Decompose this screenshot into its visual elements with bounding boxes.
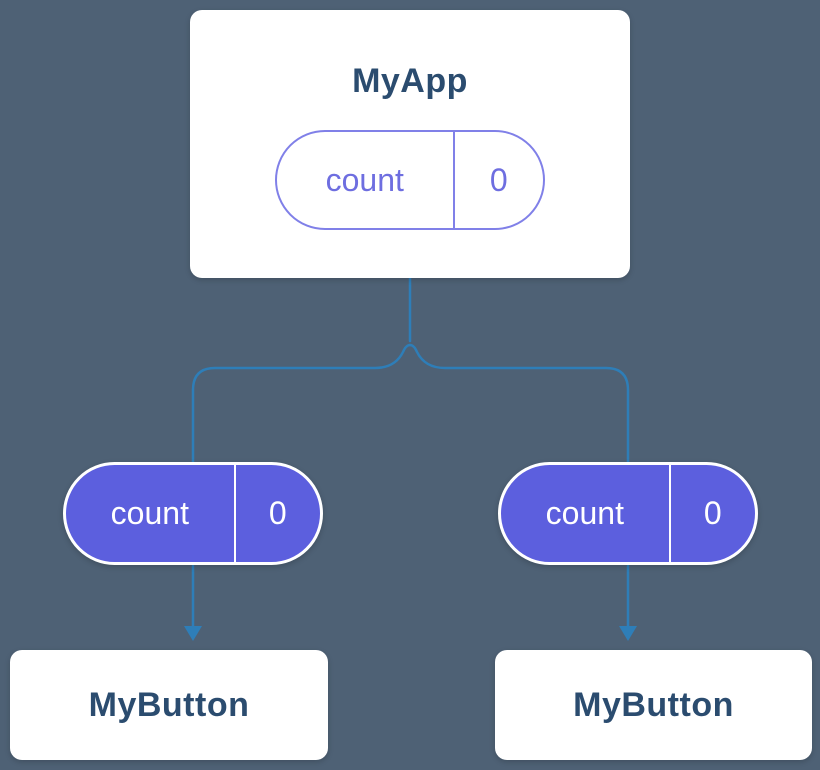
state-name: count — [325, 161, 404, 198]
arrow-right-head-icon — [619, 626, 637, 641]
pill-divider — [452, 132, 455, 228]
state-name: count — [110, 495, 189, 531]
arrow-left-head-icon — [184, 626, 202, 641]
component-title: MyApp — [352, 62, 468, 100]
component-card-mybutton-left: MyButton — [10, 650, 328, 760]
state-pill-left: count 0 — [63, 462, 323, 565]
pill-divider — [233, 465, 236, 562]
state-pill-right: count 0 — [498, 462, 758, 565]
branch-left-line — [191, 343, 412, 464]
component-card-mybutton-right: MyButton — [495, 650, 812, 760]
state-value: 0 — [489, 161, 508, 198]
component-title: MyButton — [88, 685, 250, 724]
state-value: 0 — [268, 495, 287, 531]
state-pill-root: count 0 — [275, 130, 545, 230]
branch-right-line — [408, 343, 630, 464]
pill-divider — [668, 465, 671, 562]
component-title: MyButton — [573, 685, 734, 724]
state-value: 0 — [703, 495, 722, 531]
state-name: count — [545, 495, 624, 531]
